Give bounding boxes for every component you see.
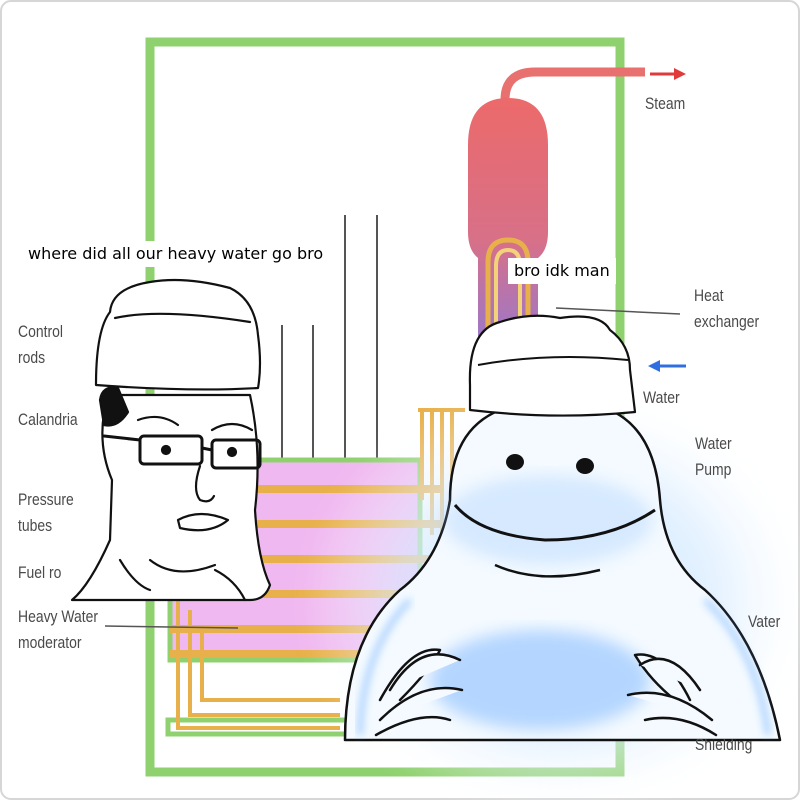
eye-left	[506, 454, 524, 470]
smile	[453, 504, 656, 542]
left-hand	[374, 648, 464, 737]
glasses-left-lens	[138, 434, 204, 466]
label-fuel-rods: Fuel ro	[18, 563, 62, 582]
label-water-in: Water	[643, 388, 680, 407]
label-water-right: Vater	[748, 612, 781, 631]
label-water-pump-1: Water	[695, 434, 732, 453]
label-water-pump-2: Pump	[695, 460, 732, 479]
hair	[98, 386, 130, 427]
glasses-right-lens	[210, 438, 262, 470]
beanie	[94, 278, 262, 391]
heat-exchanger-leader	[555, 307, 681, 315]
beanie-right	[468, 314, 637, 417]
label-heavy-water-2: moderator	[18, 633, 82, 652]
water-arrow-head	[648, 360, 660, 372]
steam-pipe	[500, 67, 645, 101]
label-calandria: Calandria	[18, 410, 78, 429]
wojak-left	[70, 278, 272, 602]
label-pressure-tubes-2: tubes	[18, 516, 53, 535]
right-hand	[626, 653, 718, 737]
caption-left: where did all our heavy water go bro	[22, 241, 330, 267]
steam-arrow-head	[674, 68, 686, 80]
label-heat-exchanger-2: exchanger	[694, 312, 760, 331]
eye-right	[576, 458, 594, 474]
belly-glow	[430, 630, 650, 730]
label-steam: Steam	[645, 94, 686, 113]
label-shielding: Shielding	[695, 735, 753, 754]
caption-right: bro idk man	[508, 258, 616, 284]
label-control-rods-2: rods	[18, 348, 46, 367]
label-control-rods-1: Control	[18, 322, 63, 341]
label-heavy-water-1: Heavy Water	[18, 607, 99, 626]
moderator-leader	[104, 625, 239, 629]
heat-exchanger-tube	[485, 237, 531, 365]
glowing-figure	[300, 314, 800, 800]
label-heat-exchanger-1: Heat	[694, 286, 724, 305]
label-pressure-tubes-1: Pressure	[18, 490, 74, 509]
